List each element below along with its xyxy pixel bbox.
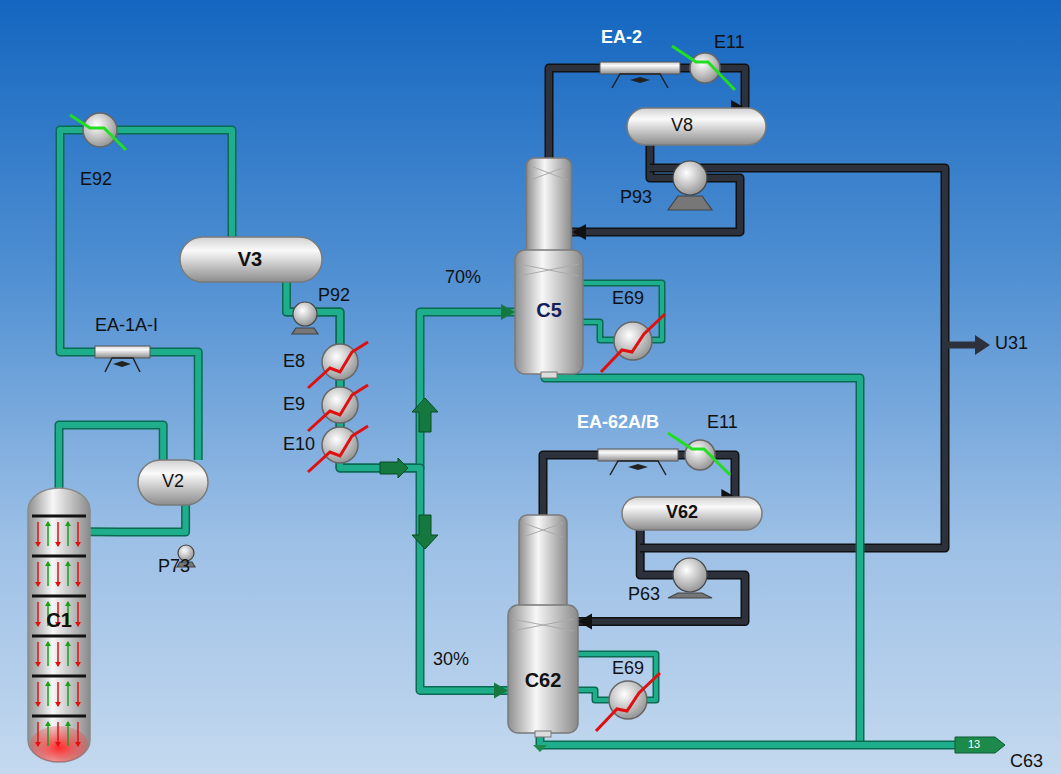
- equipment-label: EA-1A-I: [95, 316, 158, 336]
- equipment-label: E11: [714, 33, 745, 53]
- split-arrows: [380, 398, 438, 549]
- reflux-drum: V62: [622, 497, 762, 530]
- flow-split-label: 70%: [445, 268, 481, 288]
- pipe-outline: [90, 505, 186, 532]
- equipment-label: P73: [158, 557, 190, 577]
- vessel-outline: [627, 108, 766, 145]
- pipe-core: [572, 145, 740, 232]
- pipe-outline: [572, 145, 740, 232]
- distillation-column: C1: [28, 488, 90, 762]
- arrow-head: [572, 224, 586, 240]
- vessel-drum: V3: [180, 237, 322, 282]
- equipment-tag: V2: [162, 472, 184, 492]
- distillation-column: C5: [515, 158, 583, 378]
- outlet-arrow: [975, 335, 990, 355]
- flow-split-label: 30%: [433, 650, 469, 670]
- output-pipes: [540, 168, 975, 745]
- outlet-tag: [955, 737, 1005, 753]
- bottom-arrow: [533, 745, 547, 752]
- pipe-outline: [287, 282, 509, 690]
- arrow-head: [501, 304, 515, 320]
- reboiler-pipes: [578, 283, 662, 700]
- equipment-label: P92: [318, 286, 350, 306]
- equipment-label: E11: [707, 413, 738, 433]
- equipment-tag: C62: [525, 669, 562, 691]
- vessel-outline: [508, 515, 578, 737]
- vessel-outline: [515, 158, 583, 378]
- equipment-label: E69: [612, 289, 644, 309]
- arrow-head: [578, 614, 592, 630]
- pipe-core: [60, 130, 232, 460]
- pipe-connector: [90, 505, 186, 532]
- pipe-core: [90, 505, 186, 532]
- vessel-drum: V2: [138, 460, 208, 505]
- equipment-label: EA-62A/B: [577, 413, 659, 433]
- distillation-column: C62: [508, 515, 578, 737]
- heater-arrows: [308, 314, 665, 731]
- equipment-label: EA-2: [601, 28, 642, 48]
- equipment-label: E9: [283, 395, 305, 415]
- pipe-connector: [60, 130, 232, 460]
- equipment-label: E69: [612, 659, 644, 679]
- equipment-tag: V3: [238, 248, 262, 270]
- fan-coolers: [95, 62, 680, 475]
- pipe-connector: [572, 145, 740, 240]
- pumps: [177, 161, 712, 598]
- pipe-core: [287, 282, 509, 690]
- pipe-outline: [60, 130, 232, 460]
- equipment-label: E92: [80, 170, 112, 190]
- equipment-label: P63: [628, 585, 660, 605]
- arrow-head: [494, 682, 508, 698]
- equipment-label: C63: [1010, 752, 1043, 772]
- equipment-label: E8: [283, 352, 305, 372]
- equipment-label: 13: [968, 738, 980, 750]
- equipment-tag: V62: [666, 503, 698, 523]
- equipment-tag: C5: [536, 299, 562, 321]
- equipment-tag: V8: [671, 116, 693, 136]
- heat-exchangers: [83, 53, 720, 719]
- equipment-tag: C1: [46, 609, 72, 631]
- equipment-label: U31: [995, 334, 1028, 354]
- equipment-label: P93: [620, 188, 652, 208]
- pipe-connector: [287, 282, 509, 698]
- equipment-label: E10: [283, 435, 315, 455]
- reflux-drum: V8: [627, 108, 766, 145]
